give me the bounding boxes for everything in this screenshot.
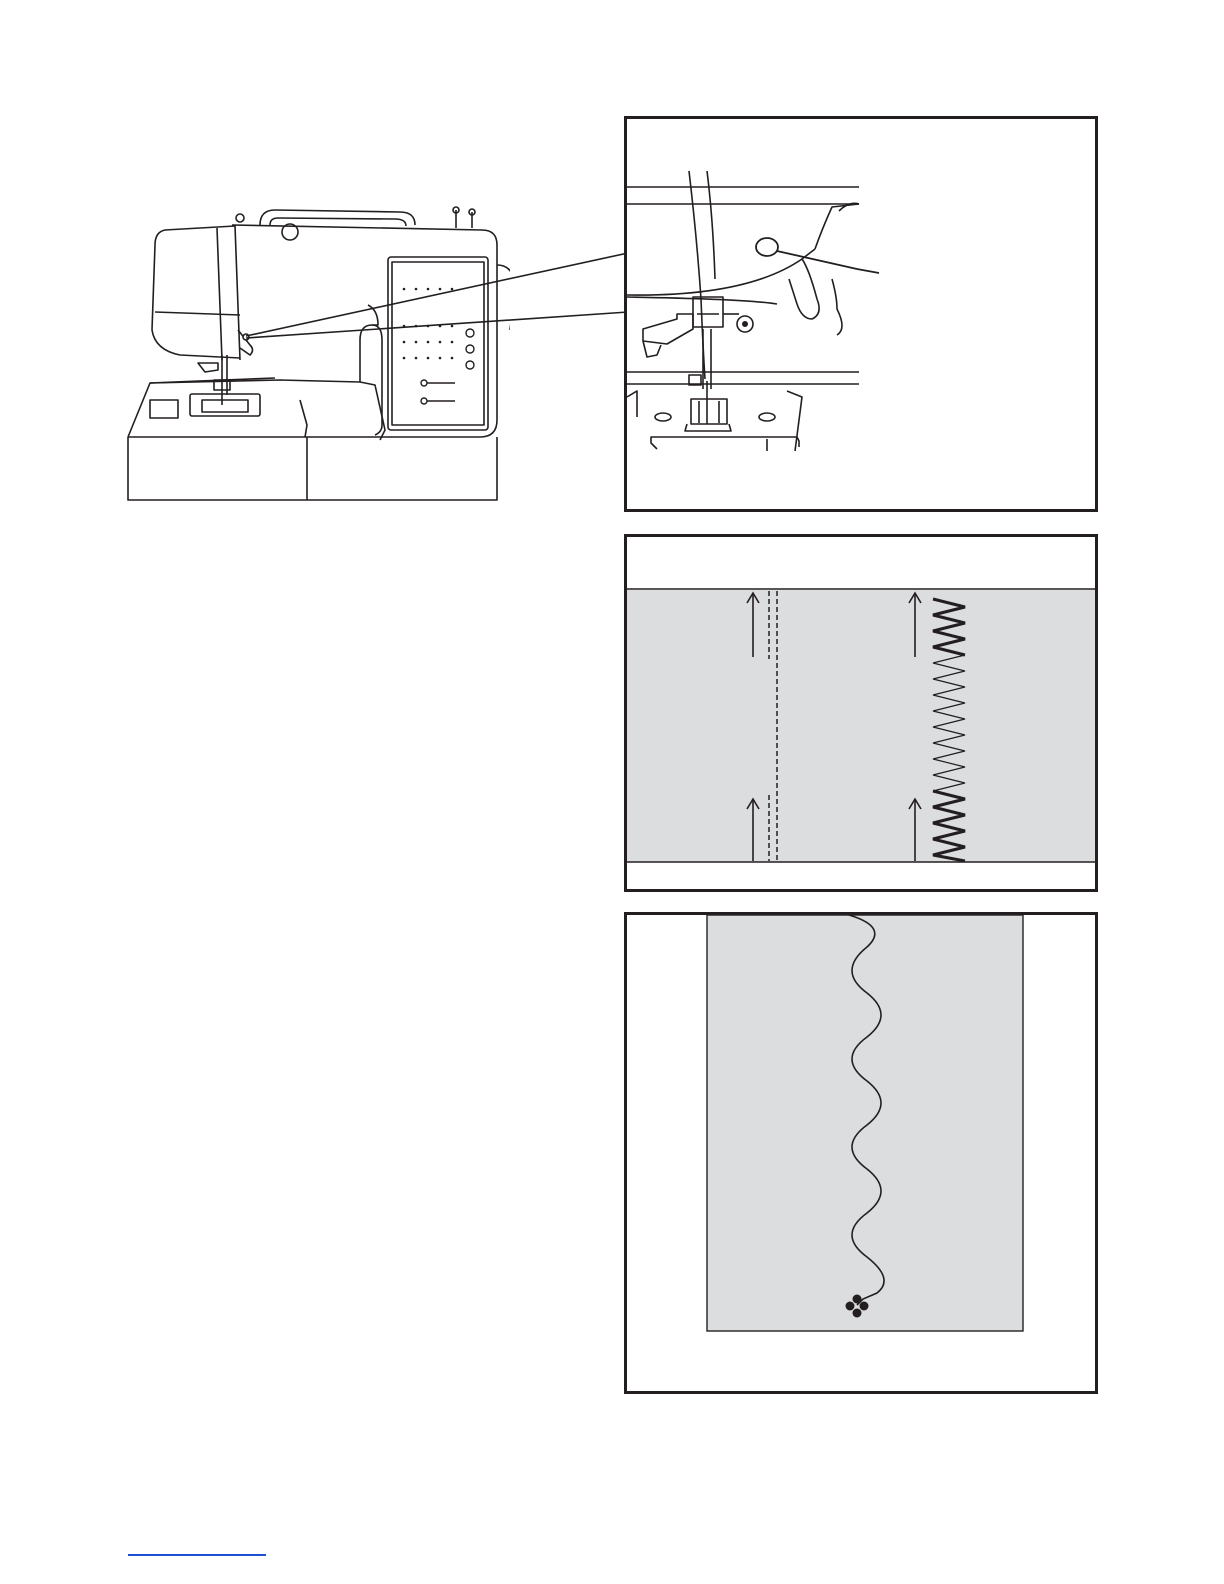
reverse-button-leader-line [777,251,879,273]
fabric-swatch [707,915,1023,1331]
tie-off-knot-icon [627,915,1095,1391]
fabric-swatch [627,590,1095,862]
footer-link[interactable] [128,1554,266,1556]
lock-stitch-knot-panel [624,912,1098,1394]
reverse-button-closeup-panel [624,116,1098,512]
reverse-button [756,238,778,256]
stitch-reinforcement-panel [624,534,1098,892]
stitch-pattern-icon [627,537,1095,889]
reverse-button-icon [627,119,1095,509]
callout-lines [240,245,630,355]
